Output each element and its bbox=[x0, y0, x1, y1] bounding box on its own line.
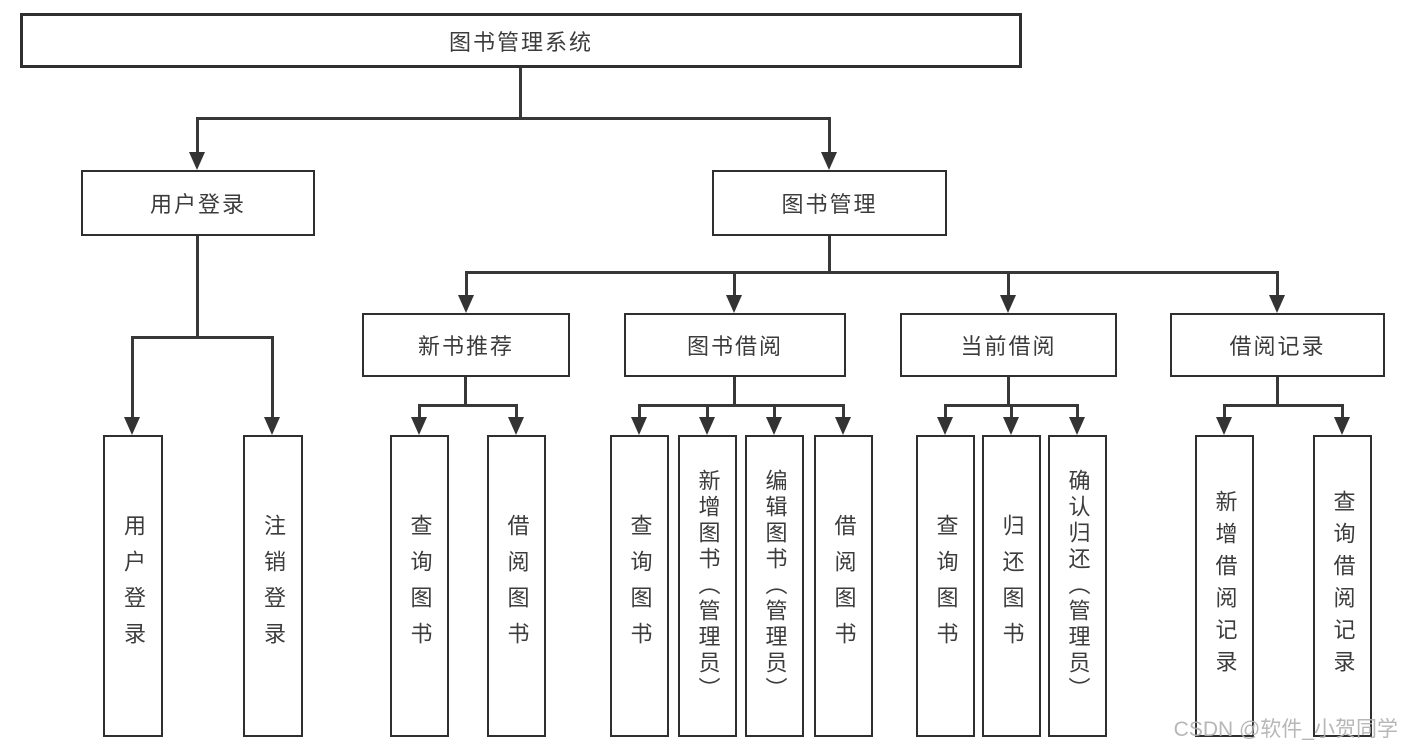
connector-line bbox=[733, 271, 736, 296]
leaf-newbooks-borrow: 借阅图书 bbox=[487, 435, 546, 737]
leaf-records-add: 新增借阅记录 bbox=[1195, 435, 1254, 737]
connector-line bbox=[842, 404, 845, 419]
leaf-newbooks-borrow-label: 借阅图书 bbox=[504, 514, 530, 658]
connector-line bbox=[418, 404, 421, 419]
leaf-current-return: 归还图书 bbox=[982, 435, 1041, 737]
node-borrowing-records-label: 借阅记录 bbox=[1229, 334, 1326, 359]
arrow-down-icon bbox=[508, 417, 524, 435]
leaf-borrowing-edit-label: 编辑图书（管理员） bbox=[762, 469, 788, 703]
node-root-label: 图书管理系统 bbox=[448, 29, 593, 55]
connector-line bbox=[1276, 271, 1279, 296]
connector-line bbox=[638, 404, 641, 419]
leaf-user-login: 用户登录 bbox=[103, 435, 163, 737]
connector-line bbox=[271, 336, 274, 418]
connector-line bbox=[1010, 404, 1013, 419]
node-user-login-label: 用户登录 bbox=[149, 192, 246, 217]
connector-line bbox=[638, 404, 845, 407]
connector-line bbox=[828, 117, 831, 153]
leaf-current-confirm-return: 确认归还（管理员） bbox=[1048, 435, 1107, 737]
leaf-current-return-label: 归还图书 bbox=[999, 514, 1025, 658]
arrow-down-icon bbox=[1003, 417, 1019, 435]
node-book-borrowing-label: 图书借阅 bbox=[686, 334, 783, 359]
arrow-down-icon bbox=[835, 417, 851, 435]
connector-line bbox=[515, 404, 518, 419]
leaf-borrowing-query: 查询图书 bbox=[610, 435, 669, 737]
connector-line bbox=[733, 377, 736, 407]
node-borrowing-records: 借阅记录 bbox=[1170, 313, 1385, 377]
arrow-down-icon bbox=[726, 295, 742, 313]
connector-line bbox=[1276, 377, 1279, 407]
connector-line bbox=[464, 377, 467, 407]
node-book-management: 图书管理 bbox=[712, 170, 947, 236]
connector-line bbox=[519, 68, 522, 119]
leaf-records-query-label: 查询借阅记录 bbox=[1330, 490, 1356, 682]
connector-line bbox=[1341, 404, 1344, 419]
node-current-borrowing: 当前借阅 bbox=[900, 313, 1117, 377]
node-book-management-label: 图书管理 bbox=[781, 192, 878, 217]
leaf-logout: 注销登录 bbox=[243, 435, 303, 737]
connector-line bbox=[1223, 404, 1344, 407]
node-new-book-recommend: 新书推荐 bbox=[362, 313, 570, 377]
leaf-borrowing-borrow-label: 借阅图书 bbox=[831, 514, 857, 658]
leaf-user-login-label: 用户登录 bbox=[121, 514, 146, 658]
leaf-borrowing-borrow: 借阅图书 bbox=[814, 435, 873, 737]
connector-line bbox=[196, 236, 199, 339]
leaf-records-query: 查询借阅记录 bbox=[1313, 435, 1372, 737]
arrow-down-icon bbox=[937, 417, 953, 435]
leaf-borrowing-query-label: 查询图书 bbox=[627, 514, 653, 658]
connector-line bbox=[131, 336, 134, 418]
csdn-watermark: CSDN @软件_小贺同学 bbox=[1173, 718, 1398, 741]
leaf-newbooks-query-label: 查询图书 bbox=[407, 514, 433, 658]
node-current-borrowing-label: 当前借阅 bbox=[960, 334, 1057, 359]
connector-line bbox=[465, 271, 468, 296]
arrow-down-icon bbox=[631, 417, 647, 435]
node-new-book-recommend-label: 新书推荐 bbox=[417, 334, 514, 359]
arrow-down-icon bbox=[1216, 417, 1232, 435]
connector-line bbox=[465, 271, 1279, 274]
leaf-borrowing-edit: 编辑图书（管理员） bbox=[745, 435, 804, 737]
node-root: 图书管理系统 bbox=[20, 13, 1022, 68]
arrow-down-icon bbox=[699, 417, 715, 435]
connector-line bbox=[196, 117, 831, 120]
arrow-down-icon bbox=[1334, 417, 1350, 435]
connector-line bbox=[1007, 271, 1010, 296]
arrow-down-icon bbox=[458, 295, 474, 313]
connector-line bbox=[1076, 404, 1079, 419]
leaf-logout-label: 注销登录 bbox=[261, 514, 286, 658]
arrow-down-icon bbox=[1269, 295, 1285, 313]
node-user-login: 用户登录 bbox=[81, 170, 315, 236]
arrow-down-icon bbox=[264, 417, 280, 435]
connector-line bbox=[944, 404, 947, 419]
arrow-down-icon bbox=[1000, 295, 1016, 313]
arrow-down-icon bbox=[766, 417, 782, 435]
leaf-borrowing-add: 新增图书（管理员） bbox=[678, 435, 737, 737]
leaf-borrowing-add-label: 新增图书（管理员） bbox=[695, 469, 721, 703]
arrow-down-icon bbox=[821, 152, 837, 170]
connector-line bbox=[828, 236, 831, 274]
connector-line bbox=[1223, 404, 1226, 419]
arrow-down-icon bbox=[189, 152, 205, 170]
leaf-newbooks-query: 查询图书 bbox=[390, 435, 449, 737]
arrow-down-icon bbox=[124, 417, 140, 435]
leaf-current-query-label: 查询图书 bbox=[933, 514, 959, 658]
connector-line bbox=[196, 117, 199, 153]
connector-line bbox=[418, 404, 518, 407]
arrow-down-icon bbox=[1069, 417, 1085, 435]
connector-line bbox=[131, 336, 274, 339]
leaf-current-confirm-return-label: 确认归还（管理员） bbox=[1065, 469, 1091, 703]
leaf-records-add-label: 新增借阅记录 bbox=[1212, 490, 1238, 682]
connector-line bbox=[1007, 377, 1010, 407]
node-book-borrowing: 图书借阅 bbox=[624, 313, 846, 377]
leaf-current-query: 查询图书 bbox=[916, 435, 975, 737]
connector-line bbox=[773, 404, 776, 419]
arrow-down-icon bbox=[411, 417, 427, 435]
connector-line bbox=[706, 404, 709, 419]
